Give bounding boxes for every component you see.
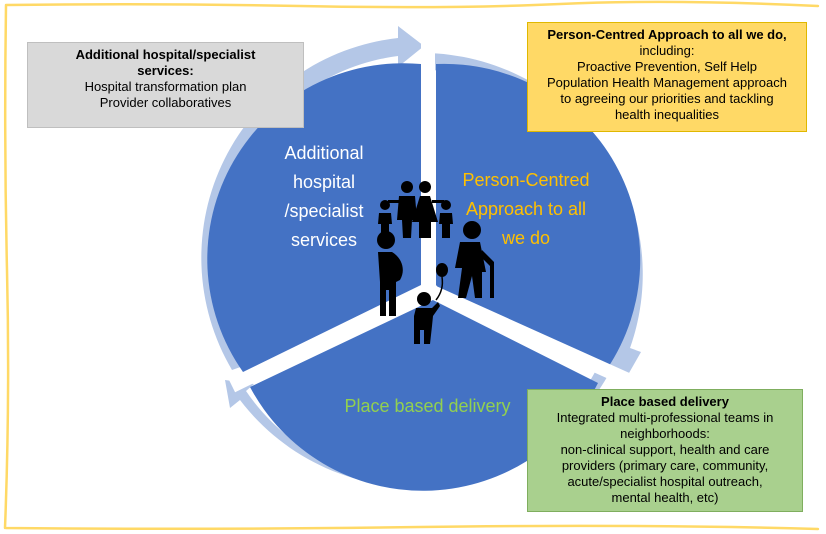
callout-line: mental health, etc): [611, 490, 719, 505]
pregnant-woman-icon: [377, 231, 403, 316]
family-icon: [378, 181, 453, 238]
elderly-person-icon: [455, 221, 494, 298]
segment-additional: [207, 63, 421, 373]
callout-title: services:: [137, 63, 194, 78]
segment-label-line: Approach to all: [465, 199, 587, 219]
callout-line: to agreeing our priorities and tackling: [560, 91, 774, 106]
segment-label-line: Person-Centred: [462, 170, 590, 190]
pie: [207, 63, 641, 491]
callout-line: Provider collaboratives: [99, 95, 232, 110]
segment-place: [250, 300, 598, 491]
segment-label-line: /specialist: [284, 201, 364, 221]
callout-line: acute/specialist hospital outreach,: [567, 474, 763, 489]
callout-title: Place based delivery: [601, 394, 729, 409]
segment-label-additional: Additional hospital /specialist services: [268, 139, 380, 255]
callout-line: neighborhoods:: [620, 426, 710, 441]
segment-label-line: we do: [501, 228, 551, 248]
segment-label-person: Person-Centred Approach to all we do: [436, 166, 616, 253]
callout-title: Additional hospital/specialist: [75, 47, 256, 62]
segment-label-line: services: [290, 230, 357, 250]
callout-line: Proactive Prevention, Self Help: [577, 59, 757, 74]
callout-line: non-clinical support, health and care: [560, 442, 770, 457]
frame-border: [3, 0, 820, 531]
segment-label-line: Place based delivery: [344, 396, 511, 416]
callout-line: providers (primary care, community,: [561, 458, 769, 473]
callout-line: including:: [639, 43, 695, 58]
callout-person-centred: Person-Centred Approach to all we do, in…: [527, 22, 807, 132]
callout-line: health inequalities: [614, 107, 720, 122]
callout-line: Population Health Management approach: [547, 75, 787, 90]
callout-line: Hospital transformation plan: [84, 79, 247, 94]
callout-title: Person-Centred Approach to all we do,: [547, 27, 787, 42]
callout-additional-services: Additional hospital/specialist services:…: [27, 42, 304, 128]
callout-place-based: Place based delivery Integrated multi-pr…: [527, 389, 803, 512]
callout-line: Integrated multi-professional teams in: [556, 410, 774, 425]
segment-label-line: Additional: [284, 143, 364, 163]
segment-person: [436, 63, 641, 369]
child-with-balloon-icon: [414, 263, 448, 344]
segment-label-line: hospital: [292, 172, 356, 192]
segment-label-place: Place based delivery: [320, 392, 535, 421]
